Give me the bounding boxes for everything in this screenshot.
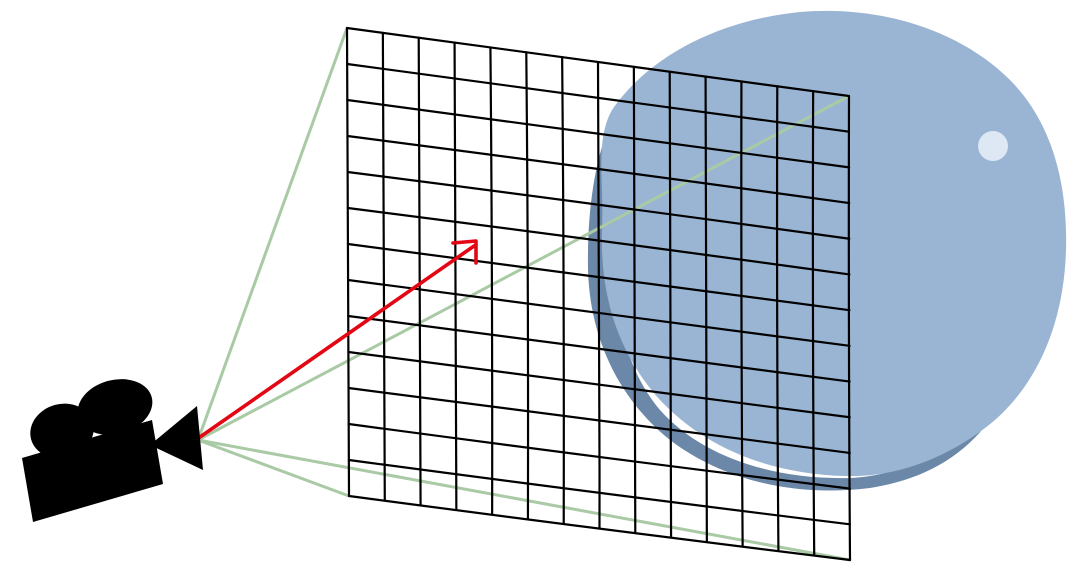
grid-column-line	[489, 46, 494, 516]
image-plane-grid	[345, 26, 852, 562]
arrow-icon	[451, 239, 478, 265]
grid-column-line	[847, 94, 852, 562]
camera-lens	[150, 406, 203, 470]
grid-column-line	[775, 85, 780, 552]
sphere	[587, 10, 1067, 491]
grid-column-line	[596, 60, 601, 530]
grid-column-line	[525, 51, 530, 520]
sphere-body	[601, 10, 1067, 477]
grid-column-line	[561, 56, 565, 525]
camera-body	[22, 420, 163, 522]
sphere-highlight	[978, 131, 1008, 161]
grid-column-line	[740, 80, 744, 548]
camera-reel-front	[77, 379, 153, 435]
grid-column-line	[632, 65, 637, 534]
frustum-line-bottom-left	[197, 438, 350, 498]
grid-column-line	[811, 90, 816, 557]
grid-column-line	[381, 31, 386, 502]
grid-column-line	[704, 75, 708, 543]
grid-column-line	[345, 26, 351, 498]
ray	[198, 239, 478, 439]
grid-column-line	[668, 70, 673, 539]
film-camera-icon	[22, 379, 203, 522]
ray-line	[198, 244, 476, 439]
grid-column-line	[453, 41, 458, 511]
grid-column-line	[417, 36, 422, 507]
frustum-line-bottom-right	[197, 438, 851, 562]
frustum-line-top-left	[196, 27, 349, 441]
